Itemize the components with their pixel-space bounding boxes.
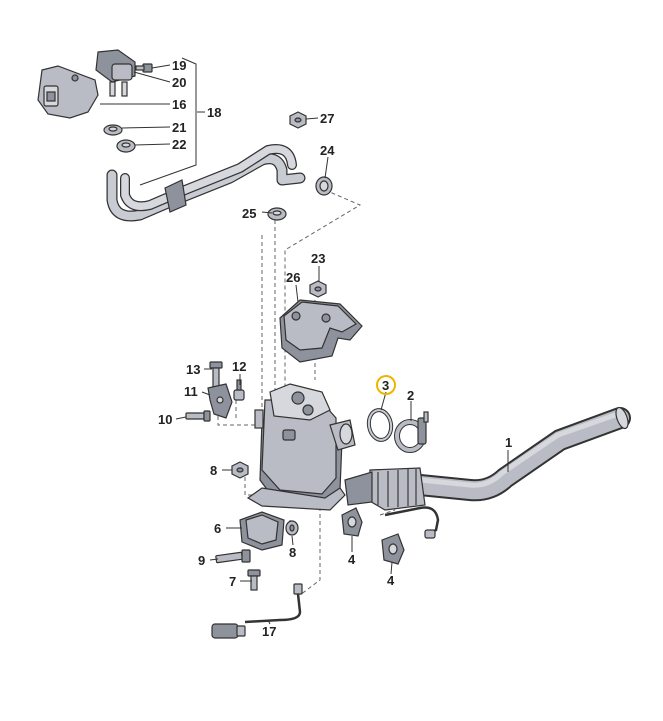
sensor-bracket xyxy=(37,65,99,119)
part-label-4-right: 4 xyxy=(387,573,395,588)
heat-shield xyxy=(279,299,363,363)
pressure-pipe xyxy=(106,144,306,222)
hose-clamp-21 xyxy=(103,124,123,136)
part-label-3: 3 xyxy=(382,378,389,393)
stud-12 xyxy=(233,379,245,401)
part-3-highlight xyxy=(376,375,396,395)
part-label-27: 27 xyxy=(320,111,334,126)
part-label-7: 7 xyxy=(229,574,236,589)
part-label-22: 22 xyxy=(172,137,186,152)
part-label-25: 25 xyxy=(242,206,256,221)
part-label-26: 26 xyxy=(286,270,300,285)
bolt-9 xyxy=(215,549,251,564)
part-label-6: 6 xyxy=(214,521,221,536)
hose-clamp-24 xyxy=(315,176,333,196)
nut-8-lower xyxy=(285,520,299,536)
particulate-filter xyxy=(246,383,356,511)
part-label-9: 9 xyxy=(198,553,205,568)
bolt-19 xyxy=(135,63,153,73)
part-label-23: 23 xyxy=(311,251,325,266)
part-label-8-upper: 8 xyxy=(210,463,217,478)
part-label-18: 18 xyxy=(207,105,221,120)
part-label-20: 20 xyxy=(172,75,186,90)
bracket-6 xyxy=(239,511,285,551)
bracket-11 xyxy=(207,383,233,419)
part-label-19: 19 xyxy=(172,58,186,73)
front-exhaust-pipe xyxy=(344,406,631,539)
part-label-24: 24 xyxy=(320,143,335,158)
part-label-1: 1 xyxy=(505,435,512,450)
part-label-12: 12 xyxy=(232,359,246,374)
part-label-4-left: 4 xyxy=(348,552,356,567)
nut-27 xyxy=(289,111,307,129)
leader-lines xyxy=(100,57,509,625)
clamp-2 xyxy=(394,411,429,453)
part-label-2: 2 xyxy=(407,388,414,403)
bolt-10 xyxy=(185,410,211,422)
bolt-13 xyxy=(209,361,223,389)
part-label-13: 13 xyxy=(186,362,200,377)
part-label-10: 10 xyxy=(158,412,172,427)
part-label-16: 16 xyxy=(172,97,186,112)
gasket-3 xyxy=(366,408,394,442)
rubber-mount-4-right xyxy=(381,533,405,565)
nut-8-upper xyxy=(231,461,249,479)
part-label-17: 17 xyxy=(262,624,276,639)
pressure-sensor xyxy=(95,49,136,97)
part-label-11: 11 xyxy=(184,384,198,399)
temperature-sensor xyxy=(211,583,303,639)
hose-clamp-22 xyxy=(116,139,136,153)
part-label-8-lower: 8 xyxy=(289,545,296,560)
bolt-7 xyxy=(247,569,261,591)
part-label-21: 21 xyxy=(172,120,186,135)
part-number-labels: 19 20 16 18 21 22 27 24 25 23 26 13 12 1… xyxy=(158,58,512,639)
hose-clamp-25 xyxy=(267,207,287,221)
nut-23 xyxy=(309,280,327,298)
rubber-mount-4-left xyxy=(341,507,363,537)
